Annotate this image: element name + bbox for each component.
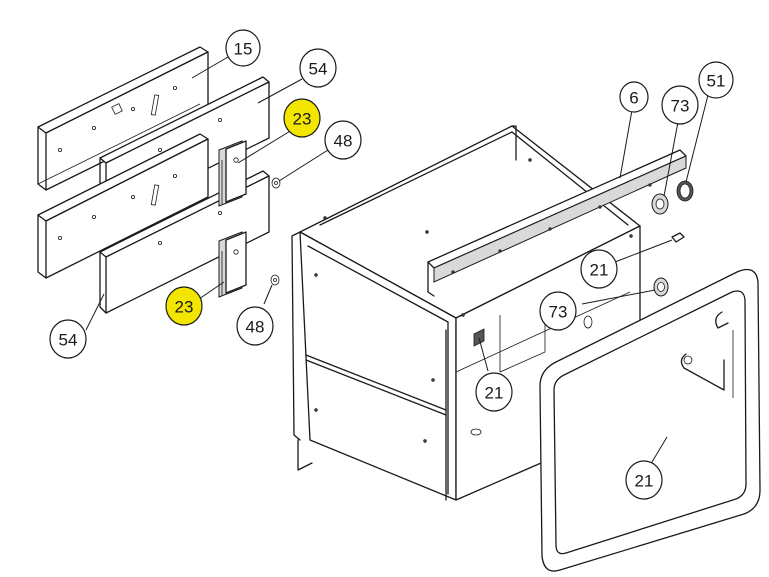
callout-21: 21 [580, 249, 618, 289]
callout-23: 23 [283, 98, 321, 138]
callout-circle [324, 120, 362, 160]
callout-circle [236, 306, 274, 346]
clip-21-top [671, 232, 685, 243]
bracket-23-lower [218, 231, 247, 298]
callout-73: 73 [661, 85, 699, 125]
callout-circle [475, 372, 513, 412]
callout-circle [619, 81, 649, 113]
callout-number: 23 [293, 110, 312, 129]
door-frame [539, 268, 761, 572]
callout-circle [580, 249, 618, 289]
callout-54: 54 [49, 319, 87, 359]
ring-51 [676, 180, 694, 202]
washer-48-lower [270, 274, 280, 286]
top-rail-6 [427, 149, 687, 297]
bracket-23-upper [218, 140, 247, 207]
callout-circle [225, 29, 261, 67]
callout-21: 21 [475, 372, 513, 412]
callout-circle [539, 291, 577, 331]
callout-48: 48 [324, 120, 362, 160]
callout-circle [661, 85, 699, 125]
callout-number: 21 [590, 261, 609, 280]
callout-number: 73 [549, 303, 568, 322]
callout-circle [698, 61, 734, 99]
rail-panel-15 [37, 46, 209, 191]
grommet-73-lower [653, 277, 669, 297]
callout-15: 15 [225, 29, 261, 67]
callout-number: 23 [175, 298, 194, 317]
callout-number: 48 [334, 132, 353, 151]
callout-number: 21 [485, 384, 504, 403]
callout-number: 48 [246, 318, 265, 337]
callout-labels: 15 54 23 48 23 48 54 6 73 51 21 73 21 21 [49, 29, 734, 500]
callout-circle [283, 98, 321, 138]
callout-51: 51 [698, 61, 734, 99]
clip-21-mid [473, 328, 485, 347]
grommet-73-upper [651, 193, 669, 215]
callout-circle [299, 48, 337, 88]
callout-number: 54 [309, 60, 328, 79]
callout-54: 54 [299, 48, 337, 88]
rail-panel-lower [37, 133, 209, 279]
washer-48-upper [271, 177, 281, 189]
callout-circle [165, 286, 203, 326]
leader-lines [85, 56, 709, 463]
callout-number: 6 [629, 89, 638, 108]
callout-number: 21 [635, 472, 654, 491]
callout-number: 73 [671, 97, 690, 116]
callout-48: 48 [236, 306, 274, 346]
callout-73: 73 [539, 291, 577, 331]
callout-number: 54 [59, 331, 78, 350]
callout-6: 6 [619, 81, 649, 113]
callout-number: 51 [707, 72, 726, 91]
callout-circle [49, 319, 87, 359]
callout-23: 23 [165, 286, 203, 326]
callout-number: 15 [234, 40, 253, 59]
callout-circle [625, 460, 663, 500]
callout-21: 21 [625, 460, 663, 500]
